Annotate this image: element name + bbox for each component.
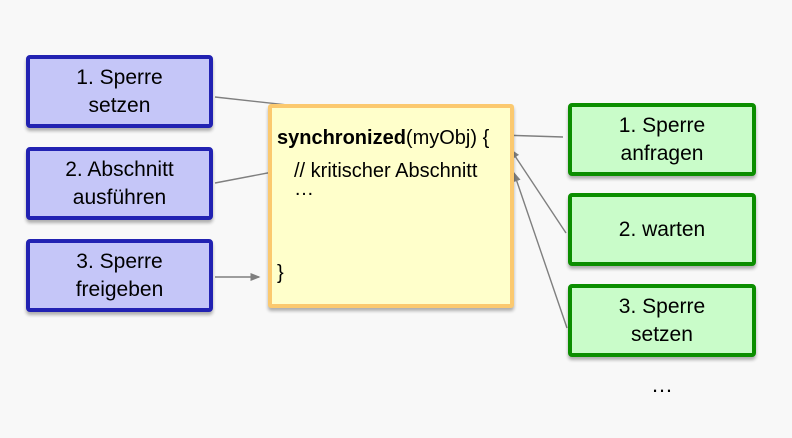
code-keyword: synchronized [277, 127, 406, 149]
left-step-box-2: 2. Abschnitt ausführen [26, 147, 213, 220]
left-step-label-1: 1. Sperre setzen [76, 65, 163, 117]
left-step-label-2: 2. Abschnitt ausführen [65, 157, 174, 209]
left-step-label-3: 3. Sperre freigeben [75, 249, 164, 301]
left-step-box-1: 1. Sperre setzen [26, 55, 213, 128]
right-step-box-2: 2. warten [568, 193, 756, 266]
code-call-rest: (myObj) { [405, 127, 490, 149]
right-step-label-3: 3. Sperre setzen [618, 294, 706, 346]
right-step-box-3: 3. Sperre setzen [568, 284, 756, 357]
code-line-ellipsis: … [294, 178, 314, 200]
trailing-ellipsis: … [651, 372, 673, 397]
code-line-closing-brace: } [277, 262, 284, 284]
right-step-box-1: 1. Sperre anfragen [568, 103, 756, 176]
arrow-warten-to-code [510, 148, 567, 234]
code-line-comment: // kritischer Abschnitt [294, 160, 478, 182]
right-step-label-1: 1. Sperre anfragen [618, 113, 706, 165]
arrow-sperre-setzen-right-to-code [512, 171, 568, 329]
right-step-label-2: 2. warten [618, 217, 706, 241]
left-step-box-3: 3. Sperre freigeben [26, 239, 213, 312]
code-box: synchronized(myObj) { // kritischer Absc… [268, 104, 514, 308]
code-line-synchronized: synchronized(myObj) { [277, 125, 489, 151]
